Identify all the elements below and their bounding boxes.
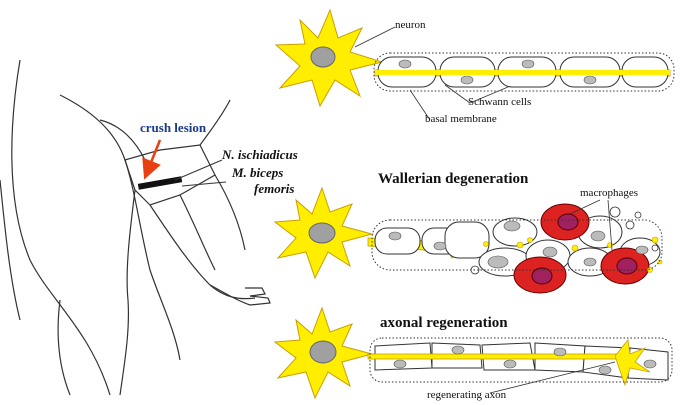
- label-m-biceps: M. biceps: [232, 165, 284, 180]
- regenerating-neuron: [273, 306, 374, 400]
- macrophages: [513, 203, 650, 294]
- label-n-ischiadicus: N. ischiadicus: [222, 147, 298, 162]
- label-femoris: femoris: [254, 181, 295, 196]
- leader-lines-row1: [354, 26, 509, 121]
- basal-membrane-row2: [371, 219, 663, 271]
- rat-hindlimb-drawing: [0, 59, 271, 396]
- label-macrophages: macrophages: [580, 187, 639, 199]
- crush-lesion-mark: [137, 176, 183, 190]
- label-schwann-cells: Schwann cells: [468, 96, 532, 108]
- label-regenerating-axon: regenerating axon: [427, 389, 507, 401]
- basal-membrane-row1: [373, 52, 675, 92]
- label-basal-membrane: basal membrane: [425, 113, 497, 125]
- label-neuron: neuron: [395, 19, 426, 31]
- crush-arrow: [142, 139, 162, 180]
- label-crush-lesion: crush lesion: [140, 120, 207, 135]
- growth-cone: [614, 339, 651, 387]
- label-axonal-regeneration: axonal regeneration: [380, 315, 508, 331]
- label-wallerian-degeneration: Wallerian degeneration: [378, 171, 529, 187]
